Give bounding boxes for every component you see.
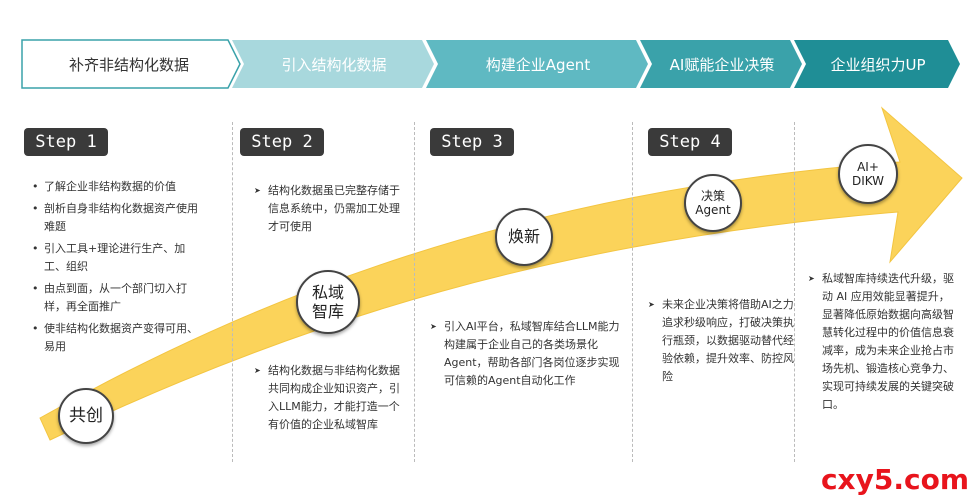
step3-text: ➤引入AI平台，私域智库结合LLM能力构建属于企业自己的各类场景化Agent，帮… <box>430 320 620 387</box>
stage-chevron-1 <box>21 39 241 89</box>
step-tag-3: Step 3 <box>430 128 514 156</box>
circle-siyu-zhiku: 私域 智库 <box>296 270 360 334</box>
column-divider-1 <box>232 122 233 462</box>
stage-chevron-3 <box>426 40 648 88</box>
circle-decision-agent: 决策 Agent <box>684 174 742 232</box>
stage-label-3: 构建企业Agent <box>485 55 591 74</box>
column-divider-4 <box>794 122 795 462</box>
stage-chevron-5 <box>794 40 960 88</box>
list-item: 剖析自身非结构化数据资产使用难题 <box>30 200 205 236</box>
step2-top-text: ➤结构化数据虽已完整存储于信息系统中，仍需加工处理才可使用 <box>254 184 400 233</box>
step-tag-2: Step 2 <box>240 128 324 156</box>
stage-label-5: 企业组织力UP <box>830 55 926 74</box>
circle-ai-dikw: AI+ DIKW <box>838 144 898 204</box>
watermark: cxy5.com <box>820 463 969 496</box>
step-tag-4: Step 4 <box>648 128 732 156</box>
circle-gongchuang: 共创 <box>58 388 114 444</box>
step-tag-1: Step 1 <box>24 128 108 156</box>
step1-list: 了解企业非结构数据的价值 剖析自身非结构化数据资产使用难题 引入工具+理论进行生… <box>30 178 205 360</box>
stage-chevron-4 <box>640 40 802 88</box>
list-item: 了解企业非结构数据的价值 <box>30 178 205 196</box>
list-item: 使非结构化数据资产变得可用、易用 <box>30 320 205 356</box>
stage-banner <box>21 39 960 89</box>
step5-text: ➤私域智库持续迭代升级，驱动 AI 应用效能显著提升，显著降低原始数据向高级智慧… <box>808 272 954 411</box>
column-divider-3 <box>632 122 633 462</box>
stage-chevron-2 <box>232 40 434 88</box>
stage-label-2: 引入结构化数据 <box>281 55 387 74</box>
step4-text: ➤未来企业决策将借助AI之力追求秒级响应，打破决策执行瓶颈，以数据驱动替代经验依… <box>648 298 794 383</box>
column-divider-2 <box>414 122 415 462</box>
circle-huanxin: 焕新 <box>495 208 553 266</box>
stage-label-1: 补齐非结构化数据 <box>68 55 189 74</box>
list-item: 引入工具+理论进行生产、加工、组织 <box>30 240 205 276</box>
list-item: 由点到面，从一个部门切入打样，再全面推广 <box>30 280 205 316</box>
stage-label-4: AI赋能企业决策 <box>669 55 775 74</box>
step2-bottom-text: ➤结构化数据与非结构化数据共同构成企业知识资产，引入LLM能力，才能打造一个有价… <box>254 364 400 431</box>
